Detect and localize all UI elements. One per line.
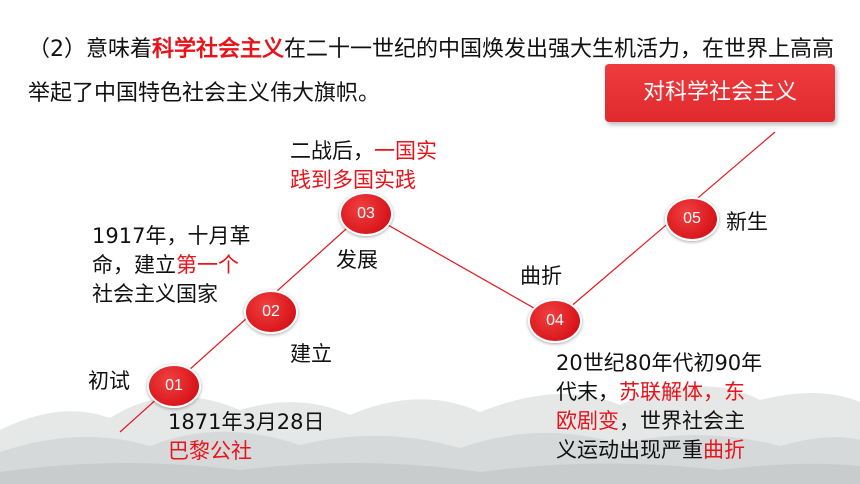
stage-label-04: 曲折 [520, 264, 562, 288]
event-note-03: 二战后，一国实 践到多国实践 [290, 137, 437, 195]
stage-label-03: 发展 [336, 248, 378, 272]
node-05: 05 [665, 197, 719, 241]
note-02-line-3: 社会主义国家 [92, 282, 218, 306]
event-note-01: 1871年3月28日 巴黎公社 [168, 408, 325, 466]
note-02-line-1: 1917年，十月革 [92, 224, 251, 248]
stage-label-01: 初试 [88, 369, 130, 393]
note-02-line-2: 命，建立第一个 [92, 253, 239, 277]
heading-prefix: （2）意味着 [28, 37, 152, 62]
note-04-line-1: 20世纪80年代初90年 [556, 351, 763, 375]
note-03-line-2: 践到多国实践 [290, 168, 416, 192]
event-note-04: 20世纪80年代初90年 代末，苏联解体，东 欧剧变，世界社会主 义运动出现严重… [556, 349, 762, 465]
note-04-line-4: 义运动出现严重曲折 [556, 438, 745, 462]
event-note-02: 1917年，十月革 命，建立第一个 社会主义国家 [92, 222, 250, 309]
title-banner: 对科学社会主义 [605, 64, 835, 122]
node-03: 03 [339, 192, 393, 236]
heading-suffix: 在二十一世纪的中国焕发出强大生机活力，在世界上高高举起了中国特色社会主义伟大旗帜… [28, 37, 835, 106]
note-03-line-1: 二战后，一国实 [290, 139, 437, 163]
note-01-date: 1871年3月28日 [168, 410, 325, 434]
page-heading: （2）意味着科学社会主义在二十一世纪的中国焕发出强大生机活力，在世界上高高举起了… [28, 28, 838, 116]
node-01: 01 [147, 364, 201, 408]
stage-label-05: 新生 [726, 210, 768, 234]
stage-label-02: 建立 [290, 342, 332, 366]
node-04: 04 [528, 299, 582, 343]
note-01-event: 巴黎公社 [168, 439, 252, 463]
node-02: 02 [244, 290, 298, 334]
note-04-line-3: 欧剧变，世界社会主 [556, 409, 745, 433]
heading-highlight: 科学社会主义 [152, 37, 285, 62]
note-04-line-2: 代末，苏联解体，东 [556, 380, 745, 404]
